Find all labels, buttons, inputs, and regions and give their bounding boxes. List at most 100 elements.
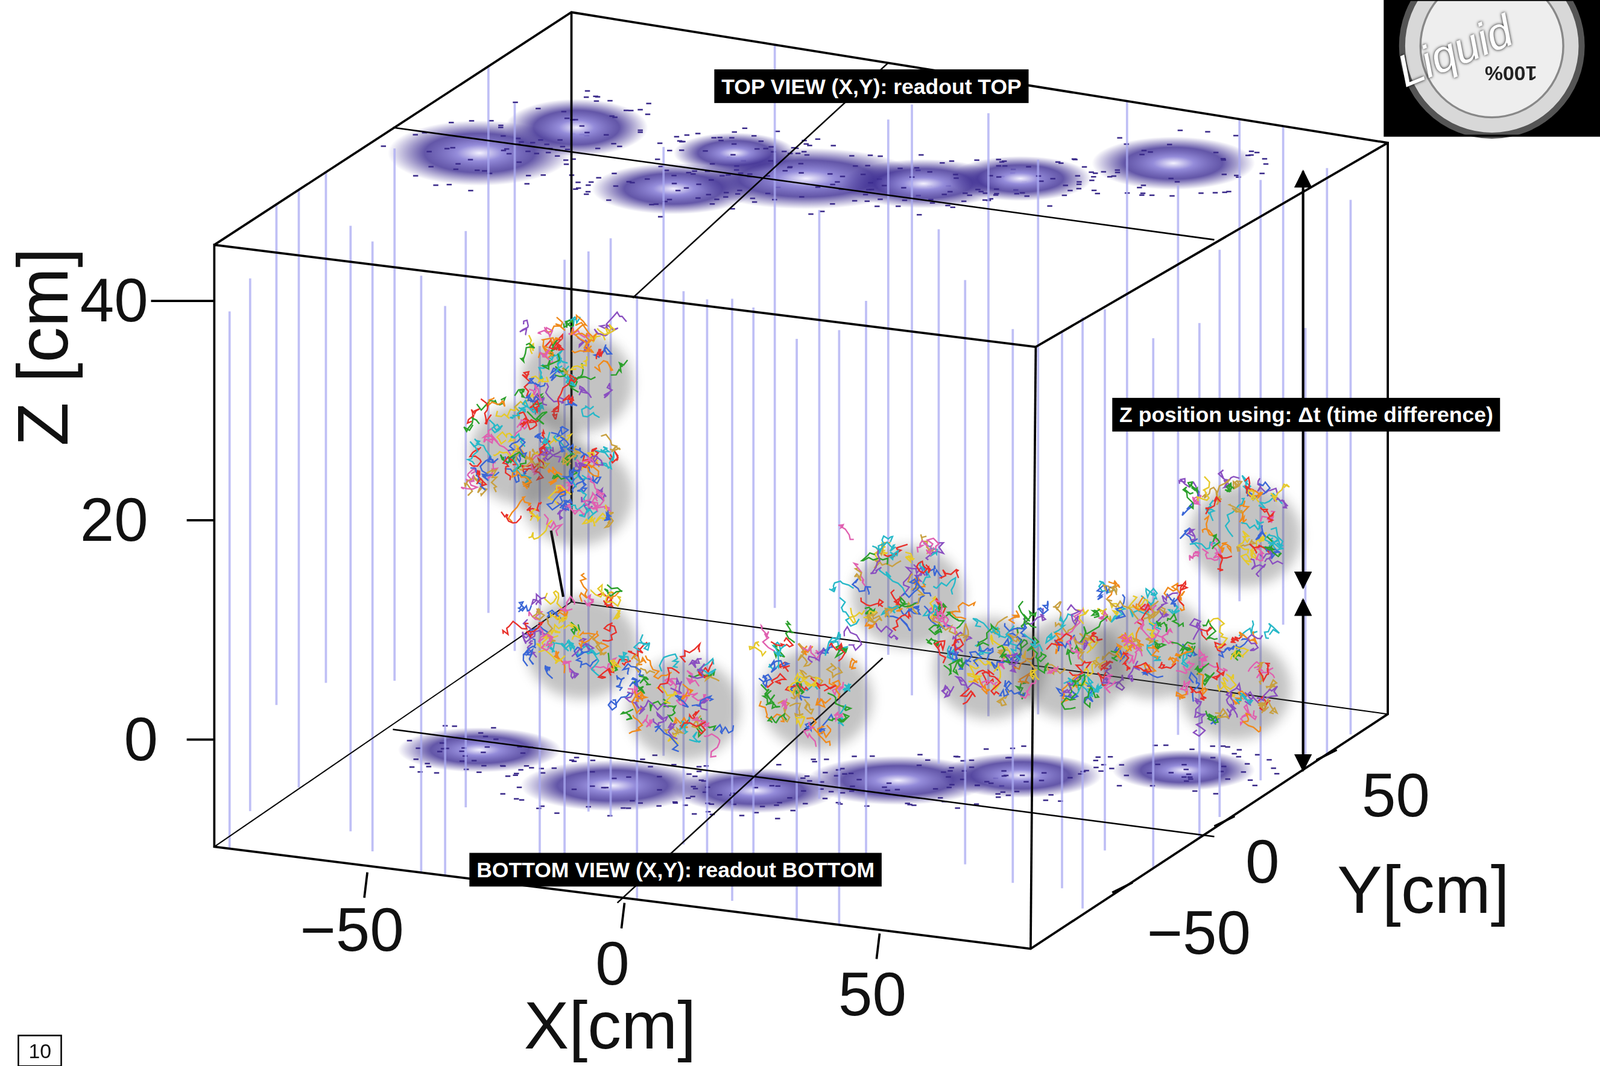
hit-cloud [939, 753, 1103, 798]
axis-title: X[cm] [524, 992, 696, 1060]
hit-dash [623, 109, 629, 112]
hit-dash [1224, 746, 1230, 749]
hit-dash [897, 167, 903, 170]
hit-dash [949, 160, 955, 163]
fiber [1011, 329, 1014, 884]
hit-dash [717, 136, 722, 139]
track [1080, 616, 1108, 643]
track [785, 621, 795, 643]
track [575, 461, 586, 470]
hit-dash [564, 117, 570, 120]
hit-dash [637, 109, 643, 111]
hit-dash [540, 174, 546, 177]
track [614, 610, 620, 620]
track [539, 349, 554, 365]
hit-dash [881, 786, 887, 789]
track [560, 596, 575, 611]
track [1180, 528, 1198, 543]
hit-dash [790, 809, 795, 812]
track [609, 660, 620, 671]
hit-dash [594, 100, 599, 102]
track [538, 648, 566, 664]
track [1258, 703, 1269, 712]
hit-dash [762, 147, 768, 150]
hit-dash [867, 154, 873, 157]
hit-dash [480, 752, 486, 754]
hit-dash [1220, 158, 1226, 160]
track [512, 471, 531, 490]
hit-dash [1076, 180, 1082, 183]
hit-dash [513, 773, 519, 775]
track-shadow [525, 597, 638, 699]
hit-dash [869, 755, 875, 758]
hit-dash [954, 807, 960, 810]
hit-dash [455, 162, 461, 165]
hit-dash [671, 174, 677, 177]
hit-dash [434, 772, 440, 775]
hit-dash [595, 177, 601, 180]
caption-box: Z position using: Δt (time difference) [1112, 398, 1500, 432]
hit-dash [702, 150, 708, 152]
track [935, 600, 956, 634]
track [1183, 487, 1194, 509]
hit-dash [885, 790, 891, 792]
track [602, 622, 617, 642]
fiber [443, 305, 447, 894]
hit-dash [426, 150, 432, 153]
fiber [275, 112, 279, 706]
track [1244, 705, 1257, 720]
hit-dash [1116, 785, 1122, 788]
hit-dash [874, 205, 880, 208]
hit-dash [584, 90, 590, 93]
track [598, 668, 611, 679]
hit-dash [996, 158, 1002, 161]
track [834, 712, 844, 721]
track [1017, 611, 1036, 634]
hit-dash [932, 788, 938, 791]
hit-dash [498, 126, 503, 129]
tick-label: 50 [1361, 765, 1430, 827]
hit-dash [691, 170, 697, 172]
hit-dash [1093, 767, 1099, 769]
track [551, 426, 569, 437]
hit-dash [1019, 192, 1025, 195]
track [581, 405, 600, 418]
hit-dash [656, 789, 662, 792]
hit-dash [1213, 793, 1219, 795]
hit-dash [674, 135, 680, 138]
track [486, 398, 505, 408]
hit-dash [1014, 791, 1020, 794]
hit-dash [916, 764, 922, 767]
hit-dash [996, 165, 1002, 168]
track [749, 641, 767, 656]
hit-dash [1149, 194, 1155, 197]
hit-dash [616, 145, 622, 148]
track [550, 612, 567, 623]
hit-dash [1071, 158, 1077, 160]
track [1119, 632, 1134, 652]
track [531, 609, 544, 620]
hit-dash [869, 188, 874, 191]
track [818, 715, 834, 735]
hit-dash [834, 180, 840, 183]
fiber [349, 226, 352, 832]
track [583, 516, 596, 526]
track [1092, 609, 1101, 619]
track [761, 626, 775, 652]
hit-dash [1048, 794, 1053, 797]
track [1168, 657, 1179, 666]
fiber [464, 230, 467, 808]
track [891, 589, 901, 606]
hit-dash [1188, 778, 1193, 781]
track [1255, 525, 1266, 540]
hit-dash [683, 186, 689, 189]
hit-dash [969, 759, 974, 762]
track [967, 665, 981, 680]
caption-text: TOP VIEW (X,Y): readout TOP [721, 74, 1022, 99]
hit-dash [942, 193, 947, 196]
hit-dash [718, 139, 724, 142]
track [902, 585, 931, 598]
hit-dash [1058, 162, 1064, 165]
track [1037, 601, 1049, 615]
hit-dash [471, 759, 477, 762]
